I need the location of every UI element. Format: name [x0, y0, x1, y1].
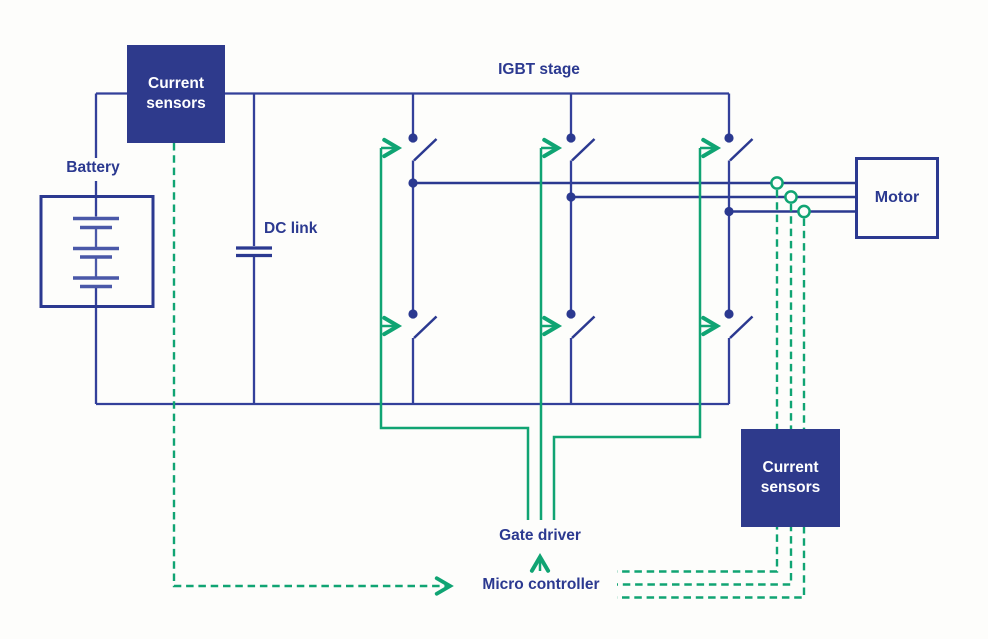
leg1-upper-switch-node — [408, 133, 418, 143]
current-sensors-bottom-box: Current sensors — [741, 429, 840, 527]
phase1-probe-ring — [770, 176, 784, 190]
igbt-leg-1 — [408, 93, 856, 404]
micro-controller-label: Micro controller — [482, 576, 600, 593]
leg3-upper-switch-node — [724, 133, 734, 143]
gate-driver-label: Gate driver — [499, 527, 581, 544]
gate-line-leg3 — [552, 148, 702, 520]
motor-label: Motor — [874, 189, 920, 206]
dc-link-label: DC link — [264, 220, 318, 237]
leg2-upper-switch-blade — [571, 138, 596, 162]
battery-label: Battery — [66, 159, 120, 176]
leg3-upper-switch-blade — [729, 138, 754, 162]
battery-sensor-signal-to-microcontroller — [172, 143, 454, 596]
leg2-lower-switch-node — [566, 309, 576, 319]
motor-box: Motor — [855, 157, 939, 239]
sensor-signal-lines — [172, 143, 806, 599]
gate-line-leg1 — [379, 148, 530, 520]
leg3-lower-switch-blade — [729, 315, 754, 339]
phase3-sensor-signal — [617, 218, 806, 599]
leg1-lower-switch-blade — [413, 315, 438, 339]
leg1-upper-switch-blade — [413, 138, 438, 162]
dc-link-capacitor-symbol — [236, 246, 272, 258]
gate-drive-lines — [379, 137, 722, 573]
phase1-sensor-signal — [617, 190, 779, 573]
igbt-leg-3 — [724, 93, 856, 404]
current-sensors-top-label: Current sensors — [146, 74, 206, 112]
current-sensors-top-box: Current sensors — [127, 45, 225, 143]
current-sensors-bottom-label: Current sensors — [760, 458, 821, 496]
phase2-junction-node — [566, 192, 576, 202]
phase1-junction-node — [408, 178, 418, 188]
battery-outline — [39, 195, 155, 308]
igbt-stage-legs — [408, 93, 856, 404]
phase3-junction-node — [724, 206, 734, 217]
igbt-leg-2 — [566, 93, 856, 404]
battery-cell-plates — [73, 216, 119, 289]
leg2-upper-switch-node — [566, 133, 576, 143]
phase3-probe-ring — [797, 204, 811, 219]
battery-symbol — [39, 195, 155, 308]
phase2-sensor-signal — [617, 204, 793, 586]
phase-sensor-probes — [770, 176, 811, 219]
leg1-lower-switch-node — [408, 309, 418, 319]
leg3-lower-switch-node — [724, 309, 734, 319]
phase2-probe-ring — [784, 190, 798, 204]
igbt-stage-label: IGBT stage — [498, 61, 580, 78]
leg2-lower-switch-blade — [571, 315, 596, 339]
